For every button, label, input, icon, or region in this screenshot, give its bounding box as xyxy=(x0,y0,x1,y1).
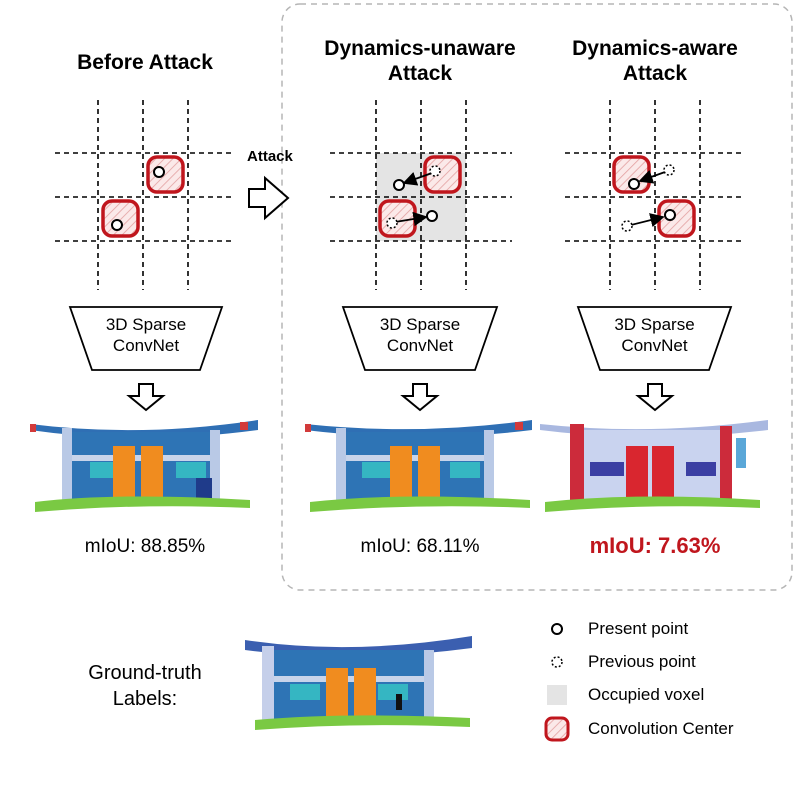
title-aware-line2: Attack xyxy=(622,62,688,85)
present-points-unaware xyxy=(393,179,438,222)
network-label-before: 3D Sparse ConvNet xyxy=(70,314,222,356)
grid-unaware xyxy=(330,100,512,290)
down-arrow-before xyxy=(126,383,166,412)
points-before xyxy=(111,166,165,231)
network-line1: 3D Sparse xyxy=(379,315,461,334)
network-shape-unaware xyxy=(341,306,499,371)
network-line1: 3D Sparse xyxy=(105,315,187,334)
title-unaware-line1: Dynamics-unaware xyxy=(324,37,516,60)
legend-previous-icon xyxy=(551,656,563,668)
present-points-aware xyxy=(628,178,676,221)
previous-points-unaware xyxy=(386,165,441,229)
motion-arrows-unaware xyxy=(394,171,433,227)
down-arrow-unaware xyxy=(400,383,440,412)
segmentation-ground-truth xyxy=(245,636,472,730)
network-line2: ConvNet xyxy=(386,336,454,355)
title-dynamics-unaware: Dynamics-unaware Attack xyxy=(292,36,548,86)
legend-present-icon xyxy=(551,623,563,635)
motion-arrows-aware xyxy=(630,169,666,228)
ground-truth-line2: Labels: xyxy=(112,688,178,710)
attack-arrow xyxy=(248,175,290,221)
network-line1: 3D Sparse xyxy=(614,315,695,334)
network-line2: ConvNet xyxy=(621,336,688,355)
legend-center-icon xyxy=(544,716,570,742)
attack-region-frame xyxy=(281,3,793,591)
title-unaware-line2: Attack xyxy=(387,62,453,85)
legend-center-label: Convolution Center xyxy=(588,719,734,738)
network-shape-aware xyxy=(576,306,733,371)
miou-before: mIoU: 88.85% xyxy=(84,536,206,557)
segmentation-unaware xyxy=(305,420,532,512)
ground-truth-label: Ground-truth Labels: xyxy=(60,660,230,712)
network-line2: ConvNet xyxy=(112,336,180,355)
miou-aware: mIoU: 7.63% xyxy=(589,533,721,558)
grid-before xyxy=(55,100,235,290)
legend-occupied-icon xyxy=(547,685,567,705)
legend-present-label: Present point xyxy=(588,619,689,638)
ground-truth-line1: Ground-truth xyxy=(88,662,202,684)
grid-aware xyxy=(565,100,745,290)
network-shape-before xyxy=(68,306,224,371)
legend-previous-label: Previous point xyxy=(588,652,696,671)
attack-label: Attack xyxy=(247,148,293,165)
legend-occupied-label: Occupied voxel xyxy=(588,685,705,704)
network-label-aware: 3D Sparse ConvNet xyxy=(578,314,731,356)
down-arrow-aware xyxy=(635,383,675,412)
title-dynamics-aware: Dynamics-aware Attack xyxy=(545,36,765,86)
previous-points-aware xyxy=(621,164,675,232)
segmentation-before xyxy=(30,420,258,512)
network-label-unaware: 3D Sparse ConvNet xyxy=(343,314,497,356)
title-before-attack: Before Attack xyxy=(77,51,213,74)
segmentation-aware xyxy=(540,420,768,512)
miou-unaware: mIoU: 68.11% xyxy=(360,536,480,557)
title-aware-line1: Dynamics-aware xyxy=(572,37,738,60)
